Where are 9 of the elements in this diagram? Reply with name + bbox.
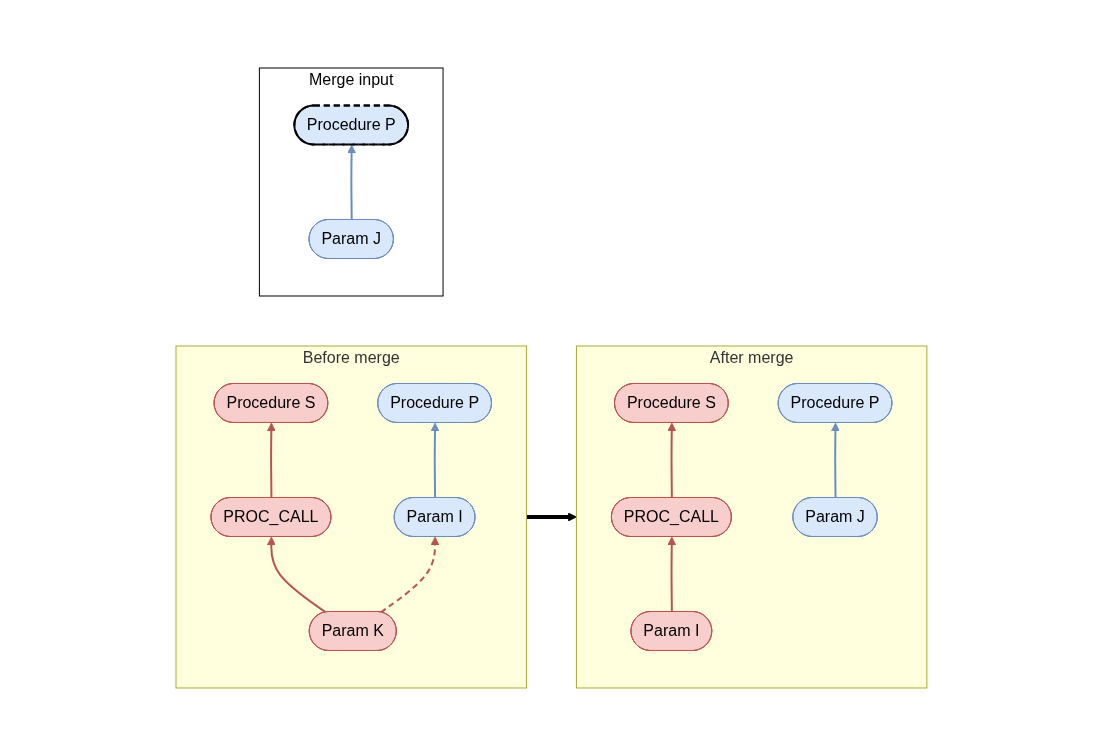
arrow: [267, 422, 276, 499]
arrow: [526, 512, 577, 522]
arrow: [267, 536, 327, 614]
arrow: [831, 422, 840, 499]
arrow: [667, 536, 677, 613]
arrow: [347, 144, 357, 221]
arrow: [430, 422, 440, 499]
arrow: [667, 422, 677, 499]
arrow: [379, 536, 440, 614]
